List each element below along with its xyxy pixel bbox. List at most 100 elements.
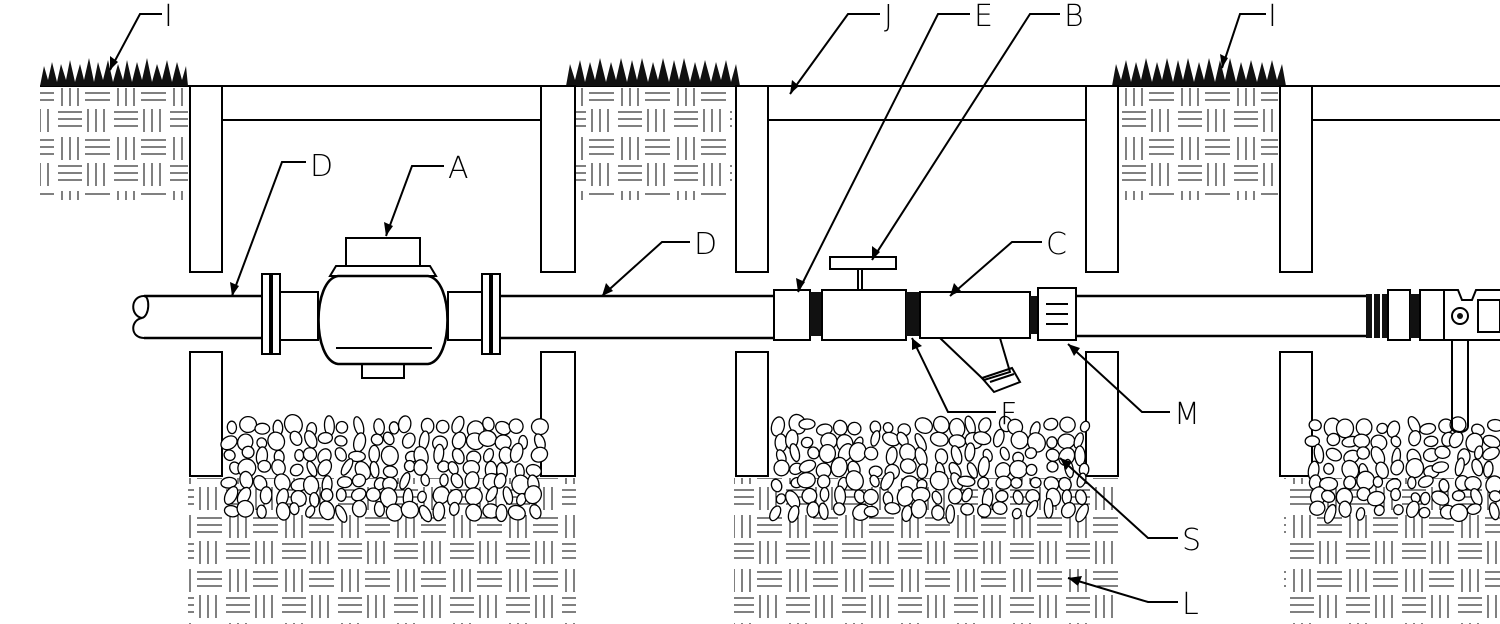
gravel-stone bbox=[1449, 503, 1469, 523]
gravel-stone bbox=[1059, 416, 1076, 433]
gravel-stone bbox=[289, 463, 304, 477]
gravel-stone bbox=[1008, 459, 1028, 479]
gravel-stone bbox=[256, 504, 267, 519]
gravel-stone bbox=[798, 459, 817, 474]
gravel-stone bbox=[417, 490, 427, 504]
gravel-stone bbox=[485, 485, 499, 503]
gravel-stone bbox=[433, 443, 445, 465]
gravel-stone bbox=[775, 493, 787, 505]
gravel-bed-3 bbox=[1304, 416, 1500, 524]
gravel-stone bbox=[401, 432, 416, 449]
trench-boards bbox=[189, 85, 1313, 477]
gravel-stone bbox=[289, 502, 300, 516]
gravel-stone bbox=[373, 418, 385, 436]
gravel-stone bbox=[1313, 443, 1325, 464]
gravel-stone bbox=[1408, 430, 1422, 447]
gravel-stone bbox=[870, 430, 881, 447]
right-valve-assembly bbox=[1366, 289, 1500, 433]
callout-I-right: I bbox=[1268, 0, 1277, 34]
gravel-stone bbox=[306, 460, 318, 478]
gravel-stone bbox=[317, 459, 333, 477]
gravel-stone bbox=[966, 462, 979, 479]
gravel-stone bbox=[351, 473, 367, 488]
gravel-stone bbox=[1323, 462, 1335, 475]
gravel-stone bbox=[350, 487, 367, 502]
gravel-stone bbox=[1075, 503, 1089, 523]
gravel-stone bbox=[1431, 461, 1450, 474]
gravel-bed-1 bbox=[220, 414, 549, 523]
gravel-stone bbox=[862, 488, 879, 506]
gravel-stone bbox=[945, 504, 956, 524]
gravel-stone bbox=[267, 431, 286, 451]
gravel-stone bbox=[448, 501, 460, 517]
callout-A: A bbox=[448, 151, 469, 186]
gravel-stone bbox=[515, 492, 527, 507]
gravel-stone bbox=[818, 443, 837, 464]
gravel-stone bbox=[1356, 446, 1371, 460]
gravel-stone bbox=[847, 421, 862, 436]
gravel-stone bbox=[304, 430, 318, 449]
gravel-stone bbox=[400, 500, 420, 519]
gravel-stone bbox=[807, 446, 820, 460]
gravel-stone bbox=[1488, 502, 1500, 521]
callout-I-left: I bbox=[164, 0, 173, 34]
callout-C: C bbox=[1046, 227, 1067, 262]
gravel-stone bbox=[929, 431, 949, 447]
gravel-stone bbox=[334, 435, 348, 447]
gravel-stone bbox=[914, 432, 927, 452]
gravel-stone bbox=[1335, 418, 1355, 439]
gravel-stone bbox=[1376, 422, 1389, 435]
gravel-stone bbox=[388, 421, 400, 435]
gravel-stone bbox=[380, 445, 399, 467]
gravel-stone bbox=[1386, 420, 1401, 438]
gravel-stone bbox=[1010, 476, 1023, 489]
gravel-stone bbox=[241, 445, 255, 459]
y-strainer bbox=[919, 291, 1031, 394]
gravel-stone bbox=[334, 504, 348, 523]
turf-grass bbox=[40, 58, 1286, 86]
leader-lines bbox=[109, 13, 1266, 603]
gravel-stone bbox=[899, 458, 917, 474]
gravel-stone bbox=[1079, 420, 1091, 433]
gravel-stone bbox=[399, 471, 411, 490]
gravel-stone bbox=[869, 474, 880, 488]
gravel-stone bbox=[302, 447, 318, 462]
gravel-stone bbox=[977, 503, 992, 518]
gravel-stone bbox=[1356, 486, 1371, 502]
gravel-stone bbox=[369, 460, 380, 479]
gravel-stone bbox=[1451, 490, 1466, 502]
gravel-stone bbox=[1029, 476, 1042, 489]
gravel-stone bbox=[382, 465, 399, 479]
gravel-stone bbox=[1405, 500, 1420, 519]
gravel-stone bbox=[334, 447, 348, 462]
gravel-stone bbox=[1353, 433, 1371, 449]
gravel-stone bbox=[1011, 507, 1022, 520]
gravel-stone bbox=[317, 431, 334, 445]
gravel-stone bbox=[950, 445, 963, 465]
gravel-stone bbox=[934, 448, 949, 465]
gravel-stone bbox=[482, 447, 495, 463]
gravel-stone bbox=[1471, 458, 1484, 477]
gravel-stone bbox=[957, 475, 976, 487]
gravel-stone bbox=[530, 418, 549, 436]
gravel-stone bbox=[880, 471, 895, 491]
gravel-stone bbox=[465, 503, 483, 522]
gravel-stone bbox=[770, 416, 786, 437]
gravel-stone bbox=[432, 501, 446, 522]
gravel-stone bbox=[931, 490, 943, 505]
gravel-stone bbox=[1486, 418, 1500, 432]
gravel-stone bbox=[1338, 500, 1352, 518]
gravel-stone bbox=[451, 415, 465, 434]
gravel-stone bbox=[439, 473, 449, 487]
gravel-stone bbox=[370, 433, 384, 446]
gravel-stone bbox=[495, 420, 512, 436]
gravel-stone bbox=[1373, 504, 1385, 517]
gravel-stone bbox=[1482, 460, 1494, 478]
gravel-stone bbox=[1355, 507, 1366, 521]
callout-J: J bbox=[884, 0, 893, 34]
callout-D-left: D bbox=[310, 149, 333, 184]
gravel-stone bbox=[223, 485, 239, 506]
gravel-stone bbox=[1355, 418, 1373, 437]
callout-M: M bbox=[1174, 397, 1200, 432]
pipe-middle bbox=[500, 294, 774, 340]
